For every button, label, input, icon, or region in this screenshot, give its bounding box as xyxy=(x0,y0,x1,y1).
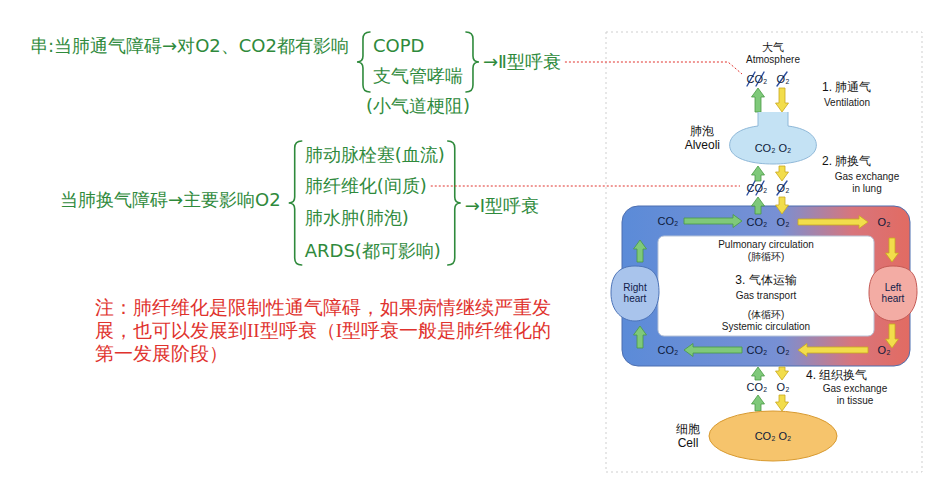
flow-arrow xyxy=(776,197,789,214)
flow-arrow xyxy=(798,344,868,357)
flow-arrow xyxy=(798,216,868,229)
node-outline xyxy=(730,112,817,164)
gas-label: O₂ xyxy=(777,344,790,357)
step-title: 3. 气体运输 xyxy=(735,274,796,288)
node-outline xyxy=(611,266,659,321)
region-label: Atmosphere xyxy=(746,54,800,66)
flow-arrow xyxy=(752,88,765,112)
disease-item: ARDS(都可影响) xyxy=(305,241,441,262)
heart-shape: Left heart xyxy=(868,264,918,322)
gas-label: CO₂ xyxy=(747,216,768,229)
disease-item: 肺动脉栓塞(血流) xyxy=(305,145,445,166)
condition-text: 当肺换气障碍→主要影响O2 xyxy=(60,190,281,211)
note-text: 注：肺纤维化是限制性通气障碍，如果病情继续严重发展，也可以发展到II型呼衰（I型… xyxy=(95,296,565,365)
gas-label: O₂ xyxy=(878,216,891,229)
condition-text: 串:当肺通气障碍→对O2、CO2都有影响 xyxy=(30,36,349,57)
step-subtitle: Gas exchange in tissue xyxy=(820,383,890,406)
step-subtitle: Gas exchange in lung xyxy=(832,171,902,194)
result-text: →I型呼衰 xyxy=(465,196,539,217)
circulation-label: (体循环) xyxy=(748,309,785,321)
leader-group xyxy=(431,62,742,186)
gas-label: O₂ xyxy=(777,73,790,86)
disease-item: 支气管哮喘 xyxy=(373,66,463,87)
leader-line xyxy=(431,186,740,187)
step-subtitle: Gas transport xyxy=(736,290,797,302)
node-heading: 细胞 Cell xyxy=(676,422,700,451)
flow-arrow xyxy=(634,326,647,348)
gas-label: CO₂ xyxy=(747,182,768,195)
gas-label: CO₂ xyxy=(658,215,679,228)
brace xyxy=(466,32,479,92)
result-text: →Ⅱ型呼衰 xyxy=(483,52,561,73)
disease-item: 肺纤维化(间质) xyxy=(305,176,427,197)
node-heading: 肺泡 Alveoli xyxy=(685,124,720,153)
circulation-loop xyxy=(622,206,910,366)
figure-frame xyxy=(606,32,922,472)
flow-arrow xyxy=(684,344,742,357)
node-text: CO₂ O₂ xyxy=(755,430,792,443)
brace-group xyxy=(289,32,479,265)
circulation-label: Systemic circulation xyxy=(722,321,810,333)
disease-note: (小气道梗阻) xyxy=(366,96,470,117)
disease-item: COPD xyxy=(373,36,424,57)
node-outline xyxy=(709,411,837,461)
gas-label: CO₂ xyxy=(747,381,768,394)
flow-arrow xyxy=(776,367,789,380)
flow-arrow xyxy=(752,197,765,214)
gas-label: CO₂ xyxy=(747,73,768,86)
flow-arrow xyxy=(684,215,742,228)
circulation-label: (肺循环) xyxy=(748,251,785,263)
alveolus-shape: 肺泡 AlveoliCO₂ O₂ xyxy=(728,112,818,164)
circulation-label: Pulmonary circulation xyxy=(718,239,814,251)
step-title: 4. 组织换气 xyxy=(806,369,867,383)
region-label: 大气 xyxy=(762,41,784,54)
brace xyxy=(448,141,461,265)
step-title: 2. 肺换气 xyxy=(822,155,871,169)
flow-arrow xyxy=(776,395,789,411)
step-subtitle: Ventilation xyxy=(824,97,870,109)
step-title: 1. 肺通气 xyxy=(822,81,871,95)
gas-label: O₂ xyxy=(878,344,891,357)
node-outline xyxy=(869,266,917,321)
disease-item: 肺水肿(肺泡) xyxy=(305,208,409,229)
loop-inner xyxy=(658,236,874,336)
heart-shape: Right heart xyxy=(610,264,660,322)
flow-arrow xyxy=(752,395,765,411)
flow-arrow xyxy=(752,166,765,181)
brace xyxy=(289,141,302,265)
flow-arrow xyxy=(776,88,789,112)
flow-arrow xyxy=(886,238,899,262)
brace xyxy=(357,32,370,92)
node-text: CO₂ O₂ xyxy=(755,142,792,155)
gas-label: O₂ xyxy=(777,182,790,195)
node-text: Right heart xyxy=(623,282,646,305)
gas-label: CO₂ xyxy=(658,344,679,357)
flow-arrow xyxy=(634,240,647,262)
node-text: Left heart xyxy=(882,282,905,305)
gas-label: O₂ xyxy=(777,381,790,394)
leader-line xyxy=(565,62,742,74)
flow-arrow xyxy=(752,367,765,380)
gas-label: CO₂ xyxy=(747,344,768,357)
node-shape xyxy=(728,112,818,164)
flow-arrow xyxy=(776,166,789,181)
gas-label: O₂ xyxy=(777,216,790,229)
cell-ellipse: 细胞 CellCO₂ O₂ xyxy=(708,410,838,462)
arrow-group xyxy=(634,88,899,411)
